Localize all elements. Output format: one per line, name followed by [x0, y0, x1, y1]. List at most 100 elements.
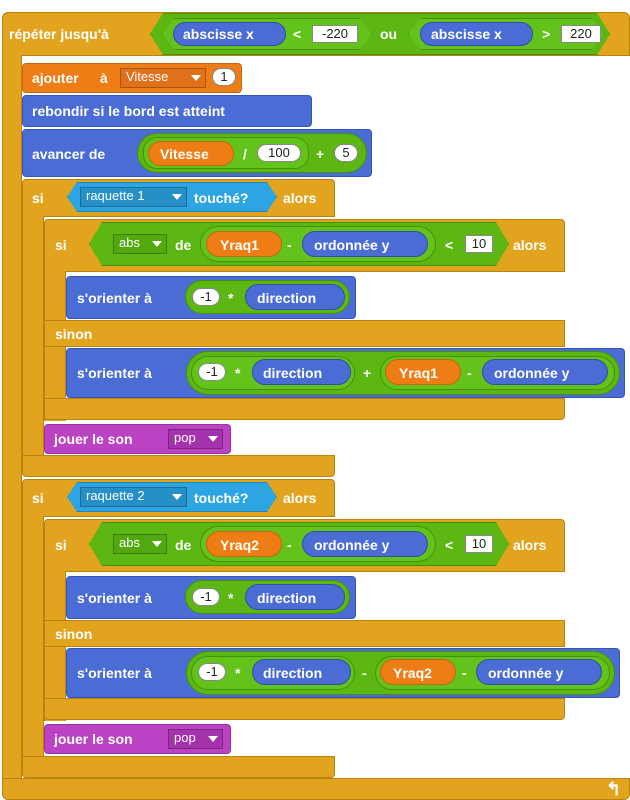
y-position-reporter-2[interactable] — [302, 531, 428, 557]
gt-symbol: > — [542, 26, 551, 42]
direction-label-2a: direction — [257, 590, 317, 606]
if-else-2-bottom — [44, 698, 565, 720]
yraq2-variable-name-2b: Yraq2 — [393, 665, 432, 681]
touching-target-dropdown-1[interactable]: raquette 1 — [80, 187, 187, 207]
bounce-label: rebondir si le bord est atteint — [32, 103, 225, 119]
minus-symbol-1b: - — [467, 365, 472, 381]
change-amount-input[interactable]: 1 — [212, 68, 236, 86]
lt-symbol-2: < — [445, 537, 454, 553]
dropdown-arrow-icon — [208, 736, 218, 742]
point-direction-label-2b: s'orienter à — [77, 665, 152, 681]
move-label: avancer de — [32, 146, 106, 162]
plus-symbol-1b: + — [363, 365, 372, 381]
times-symbol-2b: * — [235, 665, 241, 681]
x-position-reporter-2[interactable] — [420, 22, 533, 46]
if-1-label: si — [32, 190, 44, 206]
else-label-2: sinon — [55, 626, 93, 642]
divide-symbol: / — [243, 146, 247, 162]
variable-dropdown-value: Vitesse — [126, 69, 169, 84]
negative-one-input-1b[interactable]: -1 — [198, 363, 226, 381]
touching-label-1: touché? — [194, 190, 249, 206]
if-2-label: si — [32, 490, 44, 506]
direction-reporter-1b[interactable] — [252, 359, 351, 385]
direction-label-1b: direction — [263, 365, 323, 381]
then-label-2: alors — [283, 490, 317, 506]
lt-symbol-1: < — [445, 237, 454, 253]
sound-dropdown-2[interactable]: pop — [168, 729, 223, 749]
yraq1-variable-reporter-1b[interactable] — [385, 359, 461, 385]
y-position-label-1b: ordonnée y — [494, 365, 570, 381]
or-label: ou — [380, 26, 398, 42]
x-position-reporter[interactable] — [173, 22, 286, 46]
minus-symbol-1: - — [287, 237, 292, 253]
x-high-limit-input[interactable]: 220 — [561, 25, 601, 43]
if-block-1-bottom — [22, 455, 335, 477]
if-else-1-label: si — [55, 237, 67, 253]
yraq1-variable-name-1b: Yraq1 — [399, 365, 438, 381]
loop-arrow-icon: ↰ — [606, 779, 622, 799]
else-label-1: sinon — [55, 326, 93, 342]
negative-one-input-2a[interactable]: -1 — [192, 588, 220, 606]
bounce-block[interactable] — [22, 95, 312, 127]
direction-reporter-2b[interactable] — [252, 659, 351, 685]
y-position-reporter-2b[interactable] — [476, 659, 602, 685]
plus-symbol: + — [316, 146, 325, 162]
point-direction-label-1b: s'orienter à — [77, 365, 152, 381]
times-symbol-2a: * — [228, 590, 234, 606]
negative-one-input-1a[interactable]: -1 — [192, 288, 220, 306]
then-label-if-else-1: alors — [513, 237, 547, 253]
then-label-if-else-2: alors — [513, 537, 547, 553]
repeat-until-arm — [2, 55, 22, 788]
speed-variable-name: Vitesse — [160, 146, 209, 162]
x-low-limit-input[interactable]: -220 — [312, 25, 358, 43]
yraq1-variable-reporter[interactable] — [206, 231, 282, 257]
direction-reporter-1a[interactable] — [245, 284, 345, 310]
dropdown-arrow-icon — [208, 436, 218, 442]
repeat-until-label: répéter jusqu'à — [9, 26, 109, 42]
dropdown-arrow-icon — [172, 494, 182, 500]
y-position-reporter-1[interactable] — [302, 231, 428, 257]
dropdown-arrow-icon — [191, 75, 201, 81]
repeat-until-bottom — [2, 778, 630, 800]
y-position-reporter-1b[interactable] — [482, 359, 608, 385]
math-function-value-2: abs — [119, 535, 140, 550]
yraq2-variable-reporter[interactable] — [206, 531, 282, 557]
sound-value-2: pop — [174, 730, 196, 745]
if-block-2-bottom — [22, 756, 335, 778]
threshold-input-2[interactable]: 10 — [465, 535, 493, 553]
minus-symbol-2: - — [287, 537, 292, 553]
math-function-value-1: abs — [119, 235, 140, 250]
threshold-input-1[interactable]: 10 — [465, 235, 493, 253]
touching-label-2: touché? — [194, 490, 249, 506]
sound-dropdown-1[interactable]: pop — [168, 429, 223, 449]
if-else-2-label: si — [55, 537, 67, 553]
x-position-label: abscisse x — [183, 26, 254, 42]
times-symbol-1b: * — [235, 365, 241, 381]
point-direction-label-1a: s'orienter à — [77, 290, 152, 306]
yraq2-variable-reporter-2b[interactable] — [380, 659, 456, 685]
variable-dropdown[interactable]: Vitesse — [120, 68, 206, 88]
touching-target-dropdown-2[interactable]: raquette 2 — [80, 487, 187, 507]
change-variable-to: à — [100, 70, 108, 86]
touching-target-value-1: raquette 1 — [86, 188, 145, 203]
play-sound-label-2: jouer le son — [54, 731, 133, 747]
change-variable-label: ajouter — [32, 70, 79, 86]
math-function-dropdown-1[interactable]: abs — [113, 234, 167, 254]
then-label-1: alors — [283, 190, 317, 206]
speed-variable-reporter[interactable] — [148, 141, 234, 166]
dropdown-arrow-icon — [152, 541, 162, 547]
if-block-2-arm — [22, 516, 44, 758]
of-label-1: de — [175, 237, 192, 253]
minus-symbol-outer-2b: - — [362, 665, 367, 681]
point-direction-label-2a: s'orienter à — [77, 590, 152, 606]
of-label-2: de — [175, 537, 192, 553]
divisor-input[interactable]: 100 — [257, 144, 301, 162]
y-position-label-1: ordonnée y — [314, 237, 390, 253]
math-function-dropdown-2[interactable]: abs — [113, 534, 167, 554]
negative-one-input-2b[interactable]: -1 — [198, 663, 226, 681]
add-input[interactable]: 5 — [334, 144, 358, 162]
if-else-1-bottom — [44, 398, 565, 420]
direction-reporter-2a[interactable] — [245, 584, 345, 610]
times-symbol-1a: * — [228, 290, 234, 306]
lt-symbol: < — [293, 26, 302, 42]
